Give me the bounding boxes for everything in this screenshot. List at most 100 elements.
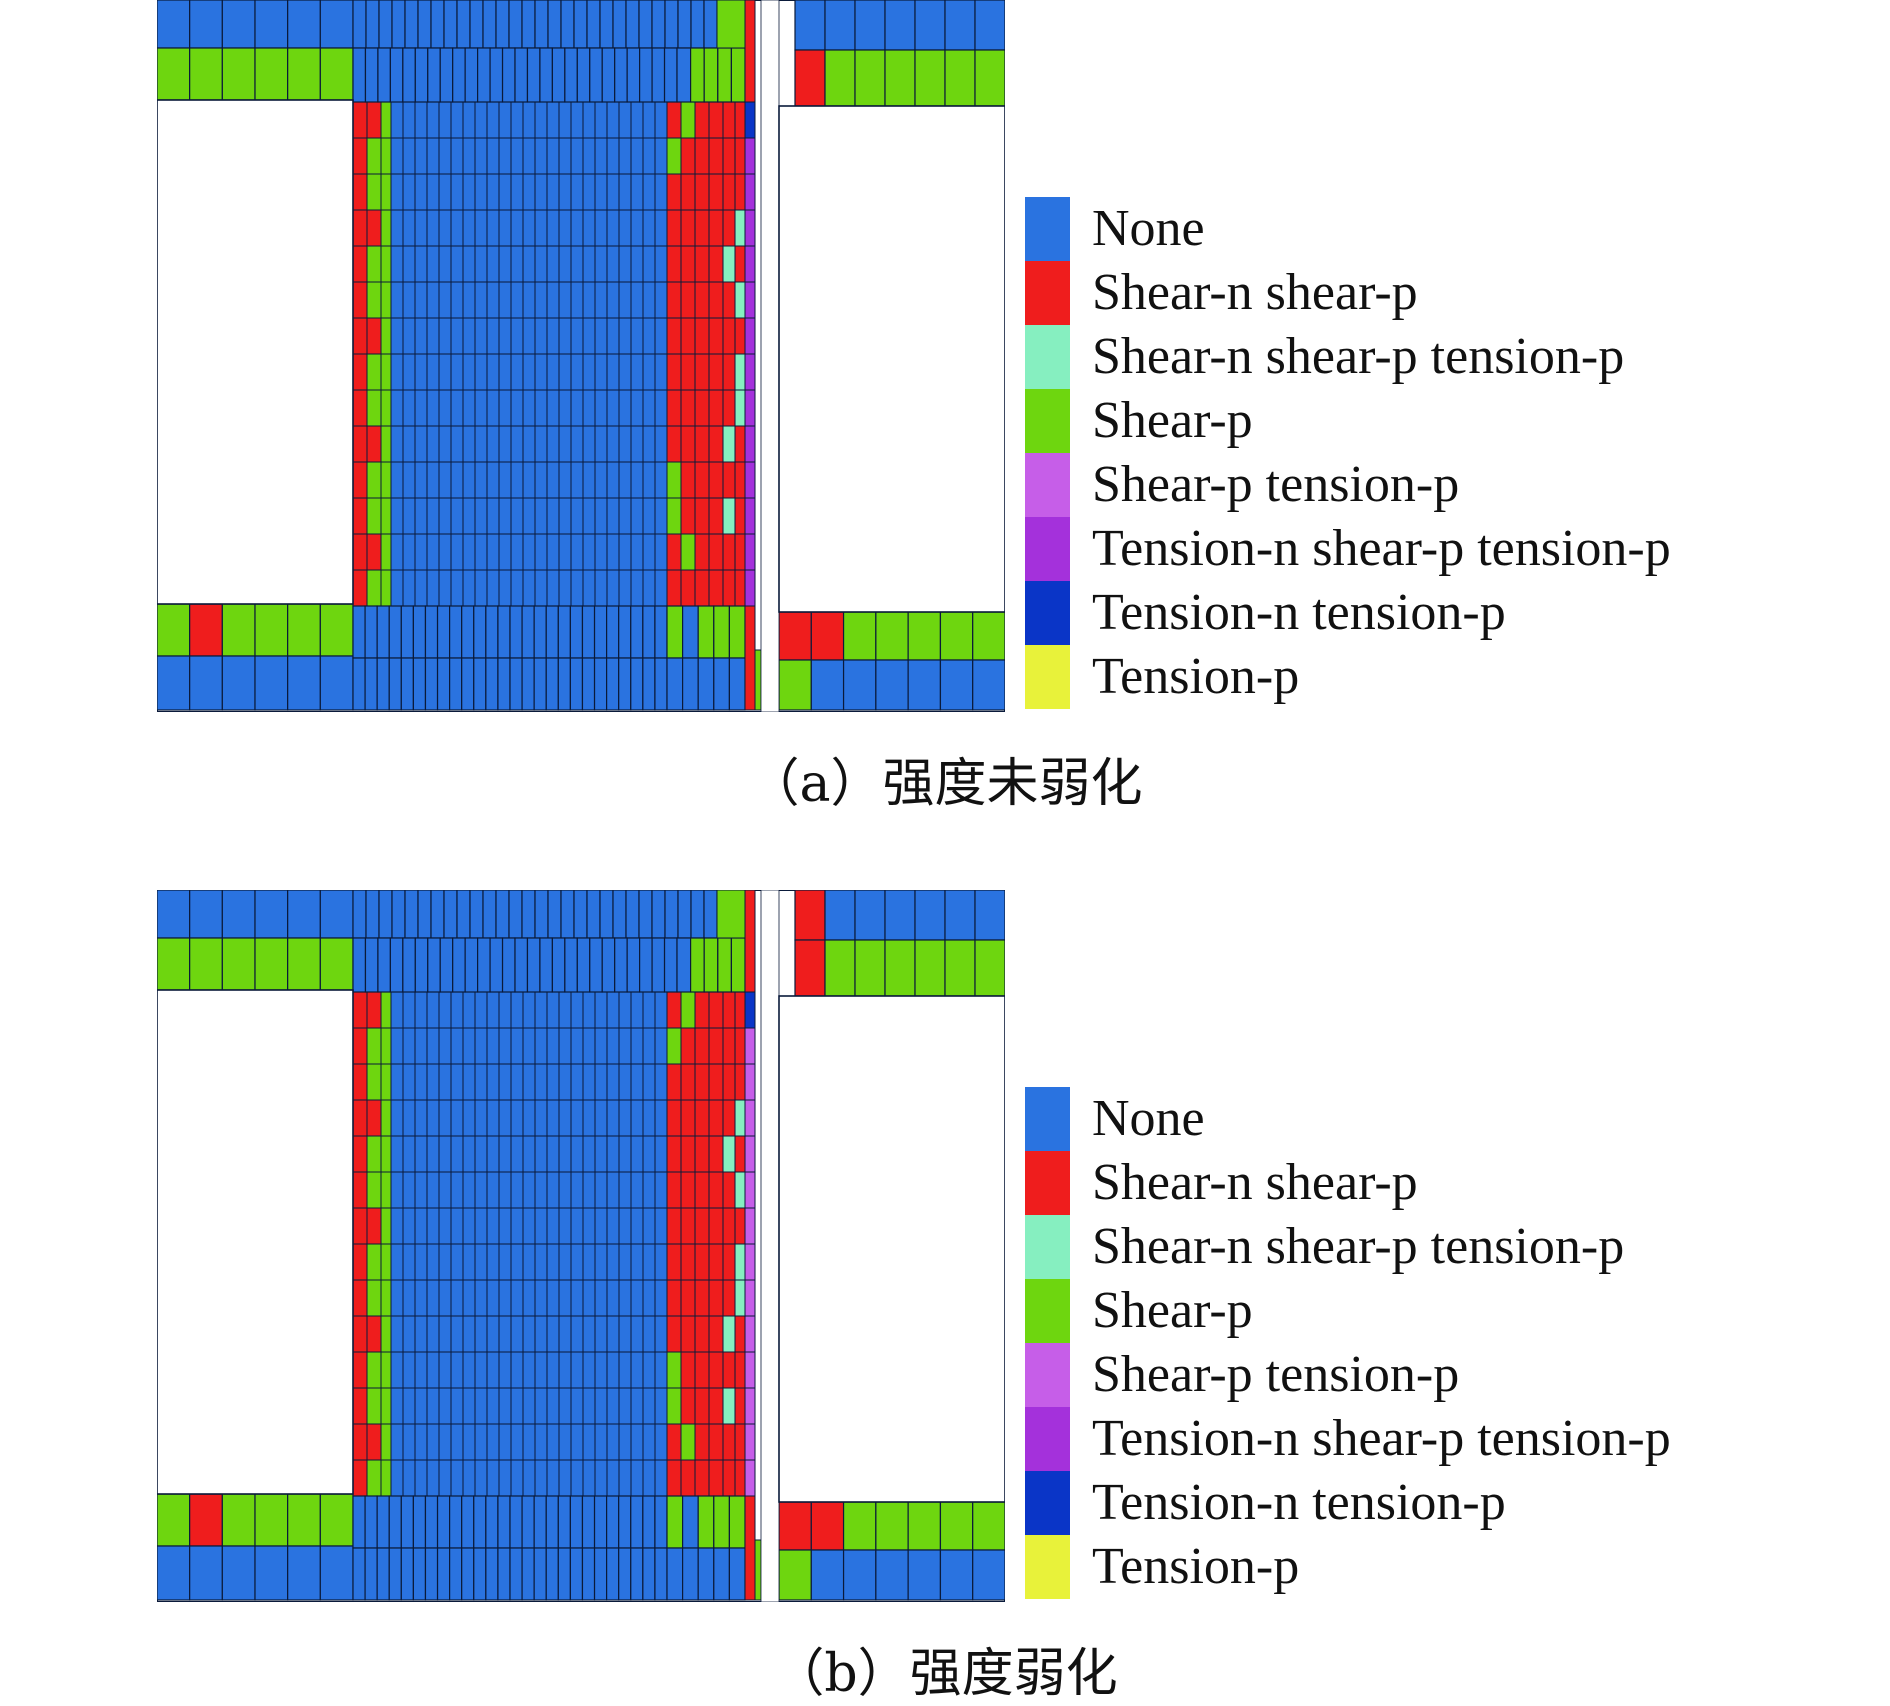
mesh-cell-pillar — [414, 461, 428, 499]
mesh-cell-pillar — [546, 1279, 560, 1317]
mesh-cell-pillar — [606, 245, 620, 283]
mesh-cell-pillar — [414, 173, 428, 211]
mesh-cell-pillar — [402, 137, 416, 175]
mesh-cell-none — [157, 655, 191, 711]
mesh-cell-pillar — [734, 991, 746, 1029]
mesh-cell-pillar — [606, 389, 620, 427]
mesh-cell-pillar — [438, 353, 452, 391]
mesh-cell-pillar — [722, 101, 736, 139]
mesh-cell-pillar — [534, 389, 548, 427]
mesh-cell-pillar — [642, 1459, 656, 1497]
mesh-cell-pillar — [402, 1423, 416, 1461]
mesh-cell-pillar — [522, 1135, 536, 1173]
mesh-cell-none — [666, 1547, 684, 1601]
mesh-cell-pillar — [352, 137, 368, 175]
mesh-cell-pillar — [366, 991, 382, 1029]
mesh-cell-pillar — [618, 1459, 632, 1497]
mesh-cell-none — [449, 605, 463, 659]
mesh-cell-pillar — [352, 1243, 368, 1281]
mesh-cell-none — [690, 0, 705, 49]
mesh-cell-pillar — [510, 1423, 524, 1461]
mesh-cell-none — [713, 1547, 730, 1601]
mesh-cell-none — [400, 657, 414, 711]
mesh-cell-pillar — [352, 461, 368, 499]
mesh-cell-pillar — [402, 209, 416, 247]
mesh-cell-pillar — [708, 569, 724, 607]
mesh-cell-none — [573, 0, 588, 49]
mesh-cell-pillar — [352, 1423, 368, 1461]
mesh-cell-pillar — [558, 1279, 572, 1317]
mesh-cell-bottom-right — [842, 611, 877, 661]
mesh-cell-pillar — [366, 497, 382, 535]
mesh-cell-pillar — [522, 1171, 536, 1209]
mesh-cell-pillar — [380, 245, 392, 283]
mesh-cell-none — [626, 47, 641, 103]
mesh-cell-pillar — [462, 461, 476, 499]
mesh-cell-pillar — [642, 1423, 656, 1461]
mesh-cell-pillar — [570, 1171, 584, 1209]
mesh-cell-none — [412, 1547, 427, 1601]
mesh-cell-shear-p — [730, 47, 746, 103]
mesh-cell-none — [526, 47, 541, 103]
mesh-cell-pillar — [666, 389, 682, 427]
mesh-cell-pillar — [402, 1027, 416, 1065]
mesh-cell-pillar — [558, 1207, 572, 1245]
mesh-cell-none — [473, 605, 487, 659]
mesh-cell-pillar — [666, 1207, 682, 1245]
mesh-cell-none — [664, 890, 679, 939]
mesh-cell-pillar — [594, 245, 608, 283]
mesh-cell-bottom-right — [842, 659, 877, 711]
mesh-cell-pillar — [414, 1135, 428, 1173]
mesh-cell-shear-p — [689, 937, 705, 993]
mesh-cell-pillar — [414, 137, 428, 175]
mesh-cell-none — [663, 47, 678, 103]
mesh-cell-pillar — [708, 281, 724, 319]
mesh-cell-none — [378, 0, 393, 49]
legend-label: Shear-p tension-p — [1092, 1346, 1460, 1403]
mesh-cell-pillar — [426, 281, 440, 319]
mesh-cell-pillar — [734, 1207, 746, 1245]
mesh-cell-pillar — [352, 1459, 368, 1497]
mesh-cell-pillar — [474, 353, 488, 391]
mesh-cell-pillar — [654, 317, 668, 355]
mesh-cell-pillar — [390, 569, 404, 607]
mesh-cell-pillar — [582, 353, 596, 391]
mesh-cell-pillar — [594, 389, 608, 427]
mesh-cell-pillar — [438, 209, 452, 247]
mesh-cell-pillar — [510, 245, 524, 283]
mesh-cell-none — [606, 1547, 620, 1601]
mesh-cell-pillar — [486, 1243, 500, 1281]
legend-label: Tension-n shear-p tension-p — [1092, 520, 1671, 577]
mesh-cell-pillar — [642, 1207, 656, 1245]
mesh-cell-pillar — [522, 173, 536, 211]
mesh-cell-pillar — [654, 1459, 668, 1497]
mesh-cell-pillar — [426, 461, 440, 499]
mesh-cell-pillar — [708, 425, 724, 463]
legend-swatch — [1025, 1279, 1070, 1343]
mesh-cell-pillar — [380, 497, 392, 535]
mesh-cell-pillar — [438, 1135, 452, 1173]
mesh-cell-none — [545, 657, 559, 711]
mesh-cell-pillar — [606, 497, 620, 535]
mesh-cell-pillar — [570, 1315, 584, 1353]
mesh-cell-pillar — [380, 137, 392, 175]
mesh-cell-pillar — [722, 137, 736, 175]
mesh-cell-none — [439, 937, 454, 993]
mesh-cell-pillar — [546, 497, 560, 535]
roadway-right — [778, 105, 1005, 613]
mesh-cell-pillar — [680, 533, 696, 571]
mesh-cell-top-right — [824, 890, 856, 941]
mesh-cell-pillar — [642, 533, 656, 571]
mesh-cell-pillar — [402, 353, 416, 391]
mesh-cell-none — [618, 605, 632, 659]
mesh-cell-pillar — [694, 137, 710, 175]
mesh-cell-pillar — [680, 209, 696, 247]
mesh-cell-pillar — [694, 1207, 710, 1245]
mesh-cell-pillar — [558, 173, 572, 211]
mesh-cell-pillar — [522, 497, 536, 535]
mesh-cell-pillar — [390, 353, 404, 391]
mesh-cell-pillar — [744, 1387, 756, 1425]
mesh-cell-none — [489, 937, 504, 993]
mesh-cell-pillar — [708, 1099, 724, 1137]
mesh-cell-none — [449, 1547, 463, 1601]
